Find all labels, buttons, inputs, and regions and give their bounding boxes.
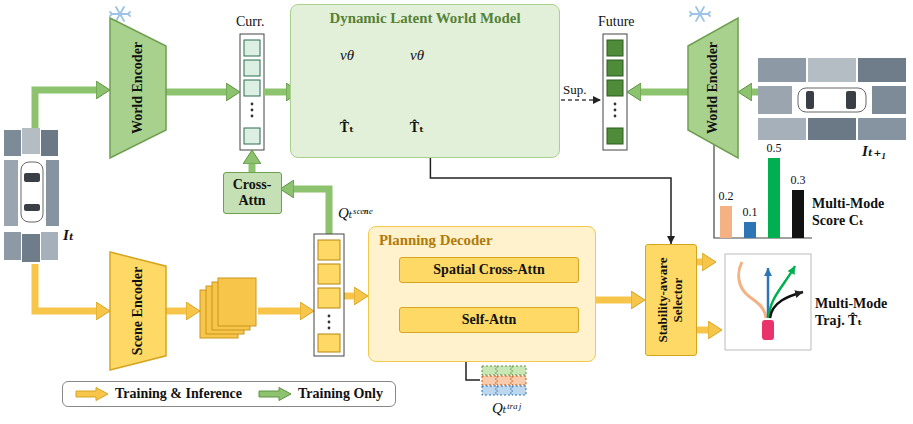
text-label: 0.1 [743,205,758,219]
text-label: Sup. [563,82,586,98]
decoder-panel: Planning DecoderSpatial Cross-AttnSelf-A… [368,226,596,362]
text-label: Curr. [236,14,264,31]
encoder-label: World Encoder [705,42,721,134]
encoder-label: World Encoder [130,42,146,134]
encoder-trapezoid: Scene Encoder [110,252,166,370]
encoder-label: Scene Encoder [130,267,146,355]
text-label: Qₜᵗʳᵃʲ [492,399,521,417]
attention-block: Spatial Cross-Attn [399,257,579,283]
legend-arrow [75,387,109,401]
trapezoid-outline [110,252,166,370]
text-label: 0.3 [791,173,806,187]
text-label: vθ [410,46,424,64]
legend-arrow [258,387,292,401]
connector [596,297,632,304]
text-label: vθ [340,46,354,64]
text-label: T̂ₜ [410,120,425,137]
text-label: Qₜˢᶜᵉⁿᵉ [338,204,372,222]
trapezoid-outline [688,18,738,158]
text-label: 0.2 [719,189,734,203]
legend-arrow-shape [76,388,108,401]
text-label: Multi-Mode Traj. T̂ₜ [815,296,890,330]
encoder-trapezoid: World Encoder [110,18,166,158]
box-label: Cross- Attn [232,177,273,209]
legend-box: Training & Inference Training Only [62,381,396,407]
box-label: Spatial Cross-Attn [433,262,544,278]
text-label: Multi-Mode Score Cₜ [812,196,887,230]
text-label: T̂ₜ [340,120,355,137]
encoder-trapezoid: World Encoder [688,18,738,158]
attention-block: Self-Attn [399,307,579,333]
panel-title: Planning Decoder [369,227,595,254]
legend-label: Training & Inference [115,386,242,402]
text-label: Iₜ₊₁ [862,142,887,160]
attention-box: Cross- Attn [223,172,282,214]
selector-box: Stability-aware Selector [645,244,697,356]
text-label: 0.5 [767,141,782,155]
legend-arrow-shape [259,388,291,401]
text-label: Iₜ [63,226,74,244]
trapezoid-outline [110,18,166,158]
text-label: Future [598,14,635,31]
panel-title: Dynamic Latent World Model [291,5,559,32]
selector-label: Stability-aware Selector [656,257,686,344]
legend-label: Training Only [298,386,383,402]
box-label: Self-Attn [462,312,516,328]
world-model-panel: Dynamic Latent World Model [290,4,560,158]
